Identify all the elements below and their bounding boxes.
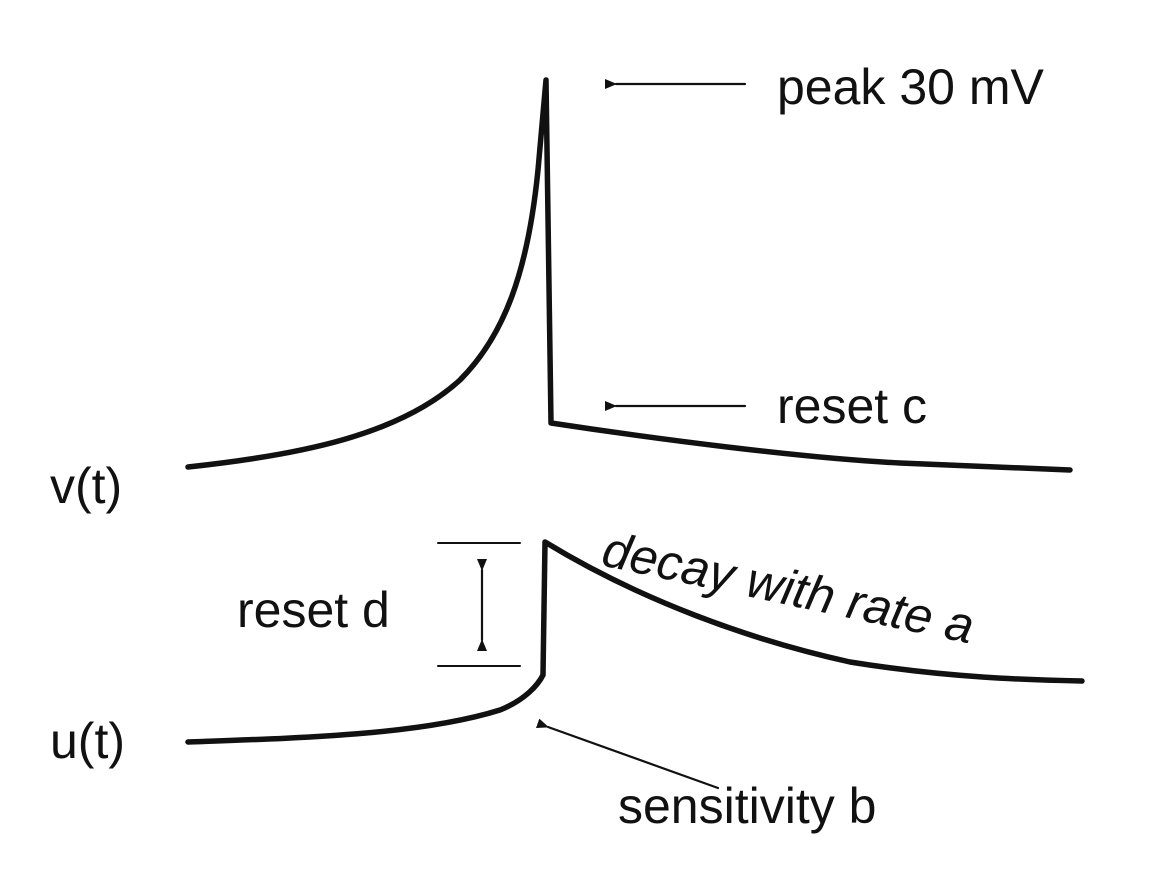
reset-c-label: reset c bbox=[777, 378, 927, 434]
reset-d-label: reset d bbox=[237, 582, 390, 638]
v-trace-curve bbox=[185, 77, 1073, 473]
u-trace-label: u(t) bbox=[50, 713, 125, 769]
u-trace-curve bbox=[185, 539, 1085, 745]
peak-label: peak 30 mV bbox=[777, 59, 1044, 115]
decay-label: decay with rate a bbox=[598, 521, 979, 654]
sensitivity-label: sensitivity b bbox=[618, 778, 876, 834]
sensitivity-arrow bbox=[535, 718, 720, 790]
v-trace-label: v(t) bbox=[50, 458, 122, 514]
